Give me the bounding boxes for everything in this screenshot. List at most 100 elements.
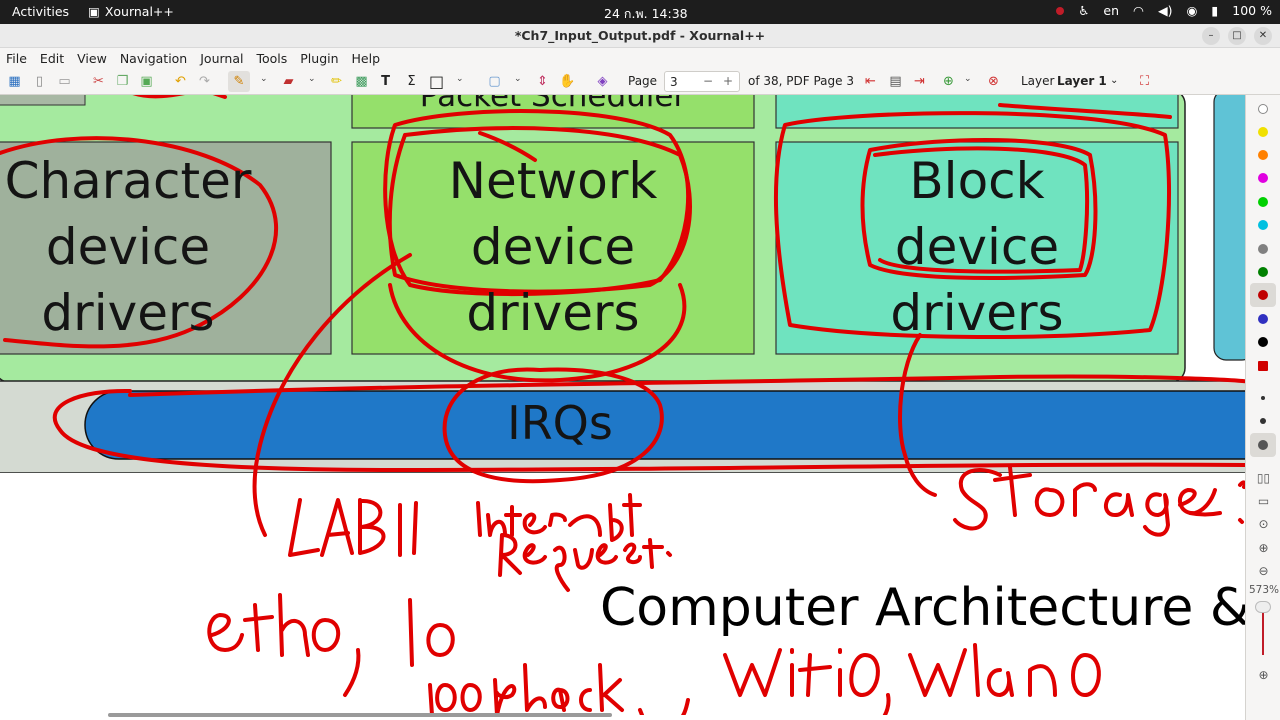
custom-color-swatch[interactable]	[1258, 361, 1268, 371]
accessibility-icon[interactable]: ♿︎	[1078, 3, 1090, 18]
active-app-indicator[interactable]: ▣ Xournal++	[88, 4, 174, 19]
page-increment-button[interactable]: +	[723, 74, 734, 88]
recording-icon[interactable]	[1056, 6, 1065, 15]
color-magenta-swatch[interactable]	[1258, 173, 1268, 183]
slide-graphics	[0, 95, 1245, 715]
zoom-in-bottom-icon[interactable]: ⊕	[1258, 668, 1269, 682]
highlighter-icon[interactable]: ✏	[331, 74, 342, 89]
two-pages-icon[interactable]: ▯▯	[1256, 471, 1271, 485]
page-number-input[interactable]: 3 − +	[664, 71, 740, 92]
zoom-level: 573%	[1248, 584, 1280, 596]
zoom-slider-handle[interactable]	[1255, 601, 1271, 613]
system-tray[interactable]: ♿︎ en ◠ ◀) ◉ ▮ 100 %	[1056, 3, 1272, 18]
text-icon[interactable]: T	[381, 74, 390, 89]
zoom-slider-track[interactable]	[1262, 605, 1264, 655]
fill-icon[interactable]: ◈	[597, 74, 608, 89]
horizontal-scrollbar[interactable]	[108, 713, 612, 717]
paste-icon[interactable]: ▣	[140, 74, 153, 89]
select-icon[interactable]: ▢	[488, 74, 501, 89]
goto-page-icon[interactable]: ▤	[889, 74, 902, 89]
menu-journal[interactable]: Journal	[200, 50, 244, 66]
zoom-fit-icon[interactable]: ⊙	[1258, 517, 1269, 531]
first-page-icon[interactable]: ⇤	[865, 74, 876, 89]
menu-plugin[interactable]: Plugin	[300, 50, 339, 66]
add-page-icon[interactable]: ⊕	[943, 74, 954, 89]
menu-file[interactable]: File	[6, 50, 27, 66]
color-red-swatch[interactable]	[1258, 290, 1268, 300]
redo-icon[interactable]: ↷	[199, 74, 210, 89]
minimize-icon[interactable]: –	[1202, 27, 1220, 45]
zoom-in-icon[interactable]: ⊕	[1258, 541, 1269, 555]
character-label-line2: device	[45, 218, 211, 276]
color-green-swatch[interactable]	[1258, 197, 1268, 207]
vertical-space-icon[interactable]: ⇕	[537, 74, 548, 89]
color-palette-sidebar: ▯▯ ▭ ⊙ ⊕ ⊖ 573% ⊕	[1245, 95, 1280, 720]
fullscreen-icon[interactable]: ⛶	[1139, 74, 1150, 89]
select-dropdown-icon[interactable]: ⌄	[514, 74, 522, 84]
page-decrement-button[interactable]: −	[703, 74, 714, 88]
math-icon[interactable]: Σ	[407, 74, 416, 89]
cut-icon[interactable]: ✂	[93, 74, 104, 89]
handwriting-strokes	[207, 465, 1245, 715]
wifi-icon[interactable]: ◠	[1133, 3, 1144, 18]
microphone-icon[interactable]: ◉	[1186, 3, 1198, 18]
menu-tools[interactable]: Tools	[256, 50, 288, 66]
layer-selector[interactable]: Layer 1	[1057, 74, 1107, 88]
menu-navigation[interactable]: Navigation	[119, 50, 188, 66]
activities-button[interactable]: Activities	[12, 4, 70, 19]
delete-page-icon[interactable]: ⊗	[988, 74, 999, 89]
page-number-value[interactable]: 3	[670, 75, 678, 89]
battery-percent: 100 %	[1232, 3, 1272, 18]
copy-icon[interactable]: ❐	[116, 74, 129, 89]
pen-dropdown-icon[interactable]: ⌄	[260, 74, 268, 84]
language-indicator[interactable]: en	[1103, 3, 1120, 18]
document-canvas[interactable]: Packet Scheduler Character device driver…	[0, 95, 1245, 715]
shape-icon[interactable]: □	[428, 72, 445, 91]
eraser-icon[interactable]: ▰	[283, 74, 294, 89]
layer-dropdown-icon[interactable]: ⌄	[1110, 75, 1119, 86]
thickness-medium-icon[interactable]	[1260, 418, 1266, 424]
image-icon[interactable]: ▩	[355, 74, 368, 89]
color-black-swatch[interactable]	[1258, 337, 1268, 347]
footer-title: Computer Architecture &	[600, 578, 1245, 638]
app-icon: ▣	[88, 4, 100, 19]
block-label-line3: drivers	[890, 284, 1064, 342]
hand-icon[interactable]: ✋	[559, 74, 576, 89]
battery-icon[interactable]: ▮	[1211, 3, 1219, 18]
block-device-box: Block device drivers	[776, 148, 1178, 348]
eraser-dropdown-icon[interactable]: ⌄	[308, 74, 316, 84]
color-yellow-swatch[interactable]	[1258, 127, 1268, 137]
undo-icon[interactable]: ↶	[175, 74, 186, 89]
color-cyan-swatch[interactable]	[1258, 220, 1268, 230]
menu-edit[interactable]: Edit	[39, 50, 65, 66]
color-gray-swatch[interactable]	[1258, 244, 1268, 254]
volume-icon[interactable]: ◀)	[1157, 3, 1173, 18]
shape-dropdown-icon[interactable]: ⌄	[456, 74, 464, 84]
thickness-thick-icon[interactable]	[1258, 440, 1268, 450]
menu-view[interactable]: View	[77, 50, 107, 66]
presentation-icon[interactable]: ▭	[1257, 494, 1270, 508]
window-title: *Ch7_Input_Output.pdf - Xournal++	[514, 28, 766, 43]
menu-help[interactable]: Help	[351, 50, 381, 66]
new-icon[interactable]: ▯	[35, 74, 44, 89]
add-page-dropdown-icon[interactable]: ⌄	[964, 74, 972, 84]
network-label-line2: device	[470, 218, 636, 276]
color-white-swatch[interactable]	[1258, 104, 1268, 114]
zoom-out-icon[interactable]: ⊖	[1258, 564, 1269, 578]
color-blue-swatch[interactable]	[1258, 314, 1268, 324]
save-icon[interactable]: ▦	[8, 74, 21, 89]
thickness-fine-icon[interactable]	[1261, 396, 1265, 400]
open-icon[interactable]: ▭	[58, 74, 71, 89]
pen-icon[interactable]: ✎	[228, 71, 250, 92]
system-top-bar: Activities ▣ Xournal++ 24 ก.พ. 14:38 ♿︎ …	[0, 0, 1280, 24]
maximize-icon[interactable]: □	[1228, 27, 1246, 45]
window-title-bar[interactable]: *Ch7_Input_Output.pdf - Xournal++ – □ ✕	[0, 24, 1280, 48]
last-page-icon[interactable]: ⇥	[914, 74, 925, 89]
block-label-line1: Block	[909, 152, 1045, 210]
color-darkgreen-swatch[interactable]	[1258, 267, 1268, 277]
network-label-line3: drivers	[466, 284, 640, 342]
clock[interactable]: 24 ก.พ. 14:38	[604, 6, 688, 21]
close-icon[interactable]: ✕	[1254, 27, 1272, 45]
color-orange-swatch[interactable]	[1258, 150, 1268, 160]
block-label-line2: device	[894, 218, 1060, 276]
